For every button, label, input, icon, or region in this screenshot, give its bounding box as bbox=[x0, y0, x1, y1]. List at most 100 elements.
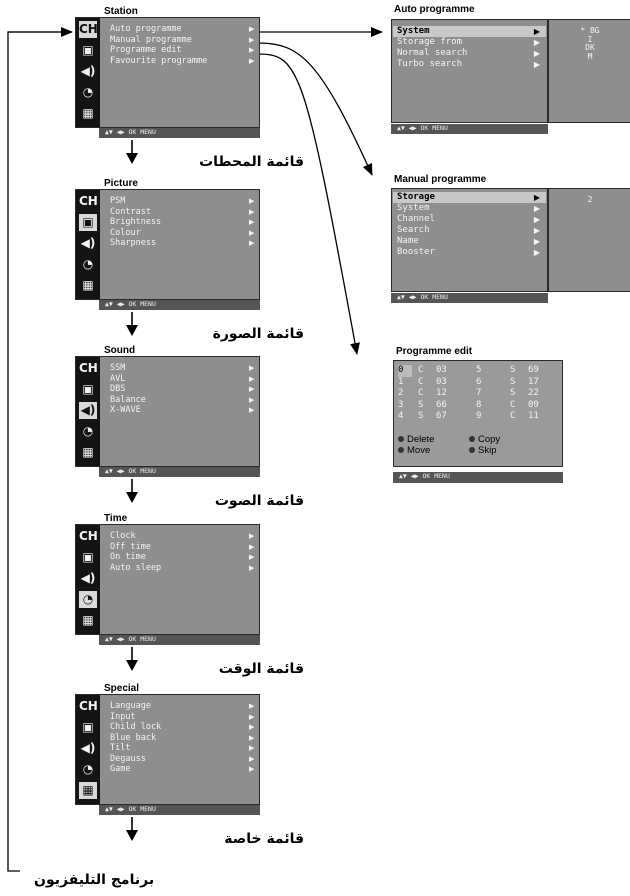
ch-icon[interactable]: CH bbox=[79, 699, 98, 713]
menu-item[interactable]: Game▶ bbox=[110, 764, 260, 775]
programme-edit-option[interactable]: Skip bbox=[478, 445, 497, 456]
menu-item[interactable]: Sharpness▶ bbox=[110, 238, 260, 249]
ch-icon[interactable]: CH bbox=[79, 21, 98, 38]
programme-cell[interactable]: S bbox=[418, 399, 424, 410]
programme-edit-option[interactable]: Move bbox=[407, 445, 431, 456]
auto-programme-item[interactable]: Normal search▶ bbox=[393, 48, 546, 59]
programme-cell[interactable]: 03 bbox=[436, 365, 447, 375]
clock-icon[interactable]: ◔ bbox=[82, 424, 94, 438]
clock-icon[interactable]: ◔ bbox=[82, 762, 94, 776]
menu-item[interactable]: Tilt▶ bbox=[110, 743, 260, 754]
menu-item[interactable]: SSM▶ bbox=[110, 363, 260, 374]
ch-icon[interactable]: CH bbox=[79, 361, 98, 375]
special-icon[interactable]: ▦ bbox=[82, 613, 94, 627]
programme-cell[interactable]: S bbox=[510, 365, 516, 375]
manual-programme-item[interactable]: System▶ bbox=[393, 203, 546, 214]
clock-icon[interactable]: ◔ bbox=[82, 257, 94, 271]
menu-item[interactable]: Contrast▶ bbox=[110, 207, 260, 218]
clock-icon[interactable]: ◔ bbox=[79, 591, 97, 608]
programme-cell[interactable]: 7 bbox=[476, 388, 482, 398]
ch-icon[interactable]: CH bbox=[79, 529, 98, 543]
programme-cell[interactable]: 69 bbox=[528, 365, 539, 375]
menu-item[interactable]: PSM▶ bbox=[110, 196, 260, 207]
programme-cell[interactable]: C bbox=[418, 376, 424, 387]
menu-item[interactable]: AVL▶ bbox=[110, 374, 260, 385]
auto-programme-system-option[interactable]: I bbox=[587, 34, 593, 44]
programme-edit-option[interactable]: Copy bbox=[478, 434, 501, 445]
manual-programme-item[interactable]: Search▶ bbox=[393, 225, 546, 236]
speaker-icon[interactable]: ◀) bbox=[79, 402, 97, 419]
menu-item[interactable]: Balance▶ bbox=[110, 395, 260, 406]
speaker-icon[interactable]: ◀) bbox=[80, 236, 96, 250]
special-icon[interactable]: ▦ bbox=[82, 278, 94, 292]
programme-cell[interactable]: 17 bbox=[528, 376, 539, 387]
menu-item[interactable]: Input▶ bbox=[110, 712, 260, 723]
programme-cell[interactable]: 8 bbox=[476, 399, 482, 410]
speaker-icon[interactable]: ◀) bbox=[80, 741, 96, 755]
programme-cell[interactable]: 66 bbox=[436, 399, 447, 410]
speaker-icon[interactable]: ◀) bbox=[80, 571, 96, 585]
picture-icon[interactable]: ▣ bbox=[82, 43, 94, 57]
menu-item[interactable]: Auto sleep▶ bbox=[110, 563, 260, 574]
menu-item[interactable]: Clock▶ bbox=[110, 531, 260, 542]
picture-icon[interactable]: ▣ bbox=[82, 720, 94, 734]
programme-edit-option[interactable]: Delete bbox=[407, 434, 435, 445]
programme-cell[interactable]: C bbox=[418, 388, 424, 398]
programme-cell[interactable]: 9 bbox=[476, 411, 482, 421]
manual-programme-item[interactable]: Storage▶ bbox=[393, 192, 546, 203]
menu-item[interactable]: Language▶ bbox=[110, 701, 260, 712]
picture-icon[interactable]: ▣ bbox=[79, 214, 97, 231]
menu-item[interactable]: DBS▶ bbox=[110, 384, 260, 395]
menu-item[interactable]: Programme edit▶ bbox=[110, 45, 260, 56]
programme-cell[interactable]: C bbox=[510, 411, 516, 421]
menu-item[interactable]: Child lock▶ bbox=[110, 722, 260, 733]
programme-cell[interactable]: 5 bbox=[476, 365, 482, 375]
manual-programme-item[interactable]: Booster▶ bbox=[393, 247, 546, 258]
programme-cell[interactable]: S bbox=[510, 388, 516, 398]
auto-programme-item[interactable]: Turbo search▶ bbox=[393, 59, 546, 70]
menu-item[interactable]: Manual programme▶ bbox=[110, 35, 260, 46]
menu-item[interactable]: Colour▶ bbox=[110, 228, 260, 239]
programme-cell[interactable]: 11 bbox=[528, 411, 539, 421]
menu-item[interactable]: Blue back▶ bbox=[110, 733, 260, 744]
menu-item[interactable]: Brightness▶ bbox=[110, 217, 260, 228]
special-icon[interactable]: ▦ bbox=[82, 445, 94, 459]
programme-cell[interactable]: 0 bbox=[398, 365, 412, 377]
picture-icon[interactable]: ▣ bbox=[82, 550, 94, 564]
menu-item-label: Language bbox=[110, 701, 151, 711]
auto-programme-item[interactable]: System▶ bbox=[393, 26, 546, 37]
programme-cell[interactable]: 2 bbox=[398, 388, 404, 398]
speaker-icon[interactable]: ◀) bbox=[80, 64, 96, 78]
auto-programme-system-option[interactable]: * BG bbox=[580, 26, 600, 35]
menu-item[interactable]: Off time▶ bbox=[110, 542, 260, 553]
programme-cell[interactable]: S bbox=[418, 411, 424, 421]
programme-cell[interactable]: 03 bbox=[436, 376, 447, 387]
auto-programme-system-option[interactable]: M bbox=[587, 51, 593, 61]
special-icon[interactable]: ▦ bbox=[79, 782, 97, 799]
programme-cell[interactable]: 12 bbox=[436, 388, 447, 398]
programme-cell[interactable]: 67 bbox=[436, 411, 447, 421]
programme-cell[interactable]: 1 bbox=[398, 376, 404, 387]
programme-cell[interactable]: C bbox=[510, 399, 516, 410]
menu-item[interactable]: On time▶ bbox=[110, 552, 260, 563]
ch-icon[interactable]: CH bbox=[79, 194, 98, 208]
manual-programme-item[interactable]: Channel▶ bbox=[393, 214, 546, 225]
programme-cell[interactable]: 4 bbox=[398, 411, 404, 421]
menu-item[interactable]: Degauss▶ bbox=[110, 754, 260, 765]
auto-programme-system-option[interactable]: DK bbox=[585, 43, 595, 52]
programme-cell[interactable]: 22 bbox=[528, 388, 539, 398]
clock-icon[interactable]: ◔ bbox=[82, 85, 94, 99]
special-icon[interactable]: ▦ bbox=[82, 106, 94, 120]
auto-programme-item[interactable]: Storage from▶ bbox=[393, 37, 546, 48]
programme-cell[interactable]: 09 bbox=[528, 399, 539, 410]
programme-cell[interactable]: 3 bbox=[398, 399, 404, 410]
menu-item[interactable]: Auto programme▶ bbox=[110, 24, 260, 35]
programme-cell[interactable]: S bbox=[510, 376, 516, 387]
menu-item[interactable]: Favourite programme▶ bbox=[110, 56, 260, 67]
picture-icon[interactable]: ▣ bbox=[82, 382, 94, 396]
menu-item[interactable]: X-WAVE▶ bbox=[110, 405, 260, 416]
programme-cell[interactable]: C bbox=[418, 365, 424, 375]
programme-cell[interactable]: 6 bbox=[476, 376, 482, 387]
manual-programme-item[interactable]: Name▶ bbox=[393, 236, 546, 247]
